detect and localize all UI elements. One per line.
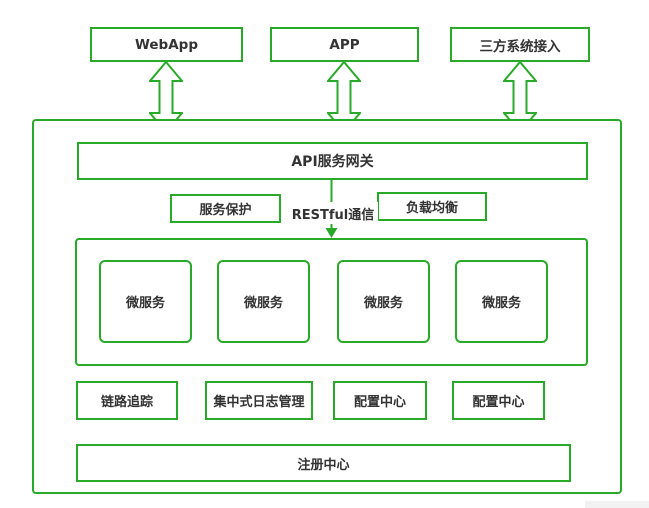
restful-communication-label: RESTful通信 — [288, 202, 378, 224]
microservice-node: 微服务 — [99, 260, 192, 343]
microservice-node: 微服务 — [455, 260, 548, 343]
service-protection-node: 服务保护 — [170, 194, 281, 223]
microservice-node: 微服务 — [217, 260, 310, 343]
top-node-third-party: 三方系统接入 — [450, 27, 590, 62]
load-balance-node: 负载均衡 — [377, 192, 487, 221]
top-node-app: APP — [270, 27, 419, 62]
watermark-strip — [585, 501, 649, 508]
config-center-node: 配置中心 — [452, 381, 545, 420]
config-center-node: 配置中心 — [333, 381, 427, 420]
trace-node: 链路追踪 — [76, 381, 178, 420]
top-node-webapp: WebApp — [90, 27, 243, 62]
api-gateway-node: API服务网关 — [77, 142, 588, 180]
registry-center-node: 注册中心 — [76, 444, 571, 482]
microservice-node: 微服务 — [337, 260, 430, 343]
log-management-node: 集中式日志管理 — [205, 381, 313, 420]
